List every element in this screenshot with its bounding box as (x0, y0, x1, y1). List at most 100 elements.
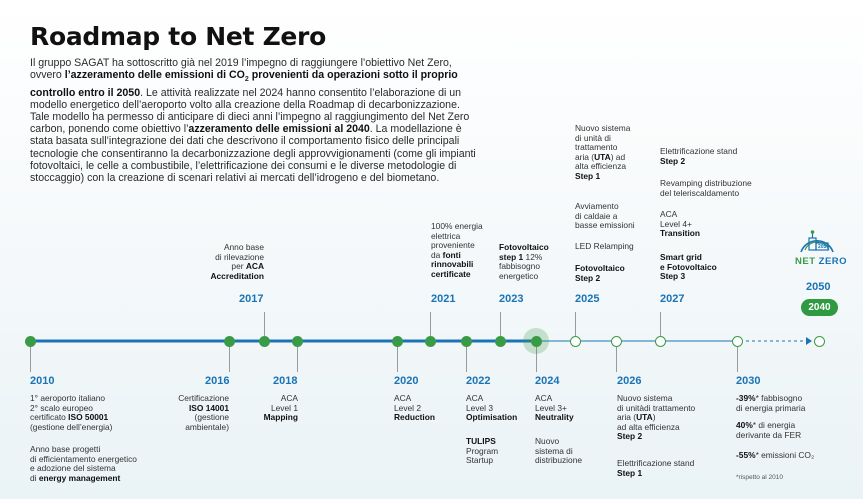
year-2030: 2030 (736, 375, 761, 387)
net-zero-icon-year: 2050 (818, 244, 830, 250)
dot-2027 (654, 335, 666, 347)
intro-line: controllo entro il 2050. Le attività rea… (30, 86, 462, 99)
intro-line: Il gruppo SAGAT ha sottoscritto già nel … (30, 57, 452, 69)
text-line: rinnovabili (431, 259, 474, 270)
tick-2025 (575, 312, 576, 336)
text-line: ambientale) (185, 421, 229, 432)
tick-2030 (737, 346, 738, 372)
text-line: di efficientamento energetico (30, 453, 137, 464)
text-line: LED Relamping (575, 241, 634, 251)
text-line: Step 2 (617, 431, 643, 442)
tick-2023 (500, 312, 501, 336)
intro-line: fotovoltaici, le celle a combustibile, l… (30, 159, 457, 172)
dot-2022 (460, 335, 472, 347)
tick-2010 (30, 346, 31, 372)
text-line: aria (UTA) (617, 412, 656, 423)
text-line: Revamping distribuzione (660, 178, 752, 188)
text-line: step 1 12% (499, 251, 543, 262)
text-line: ACA (394, 393, 412, 403)
text-line: per ACA (231, 261, 264, 272)
year-2050: 2050 (806, 281, 831, 293)
tick-2022 (466, 346, 467, 372)
text-line: 40%* di energia (736, 420, 796, 430)
year-2024: 2024 (535, 375, 560, 387)
intro-line: Tale modello ha permesso di anticipare d… (30, 110, 470, 123)
text-line: (gestione dell’energia) (30, 421, 113, 432)
tick-2021 (430, 312, 431, 336)
text-line: ACA (466, 393, 484, 403)
year-2018: 2018 (273, 375, 298, 387)
dot-2018 (291, 335, 303, 347)
text-line: di energia primaria (736, 402, 806, 413)
text-line: basse emissioni (575, 220, 635, 231)
text-line: di caldaie a (575, 210, 618, 221)
text-line: Nuovo sistema (617, 393, 673, 403)
dot-2021 (424, 335, 436, 347)
text-line: Startup (466, 455, 494, 466)
text-line: del teleriscaldamento (660, 187, 740, 198)
text-line: Elettrificazione stand (660, 146, 738, 156)
text-line: Step 2 (660, 155, 686, 166)
net-zero-building-icon (800, 230, 834, 253)
dot-2050 (813, 335, 825, 347)
footnote: *rispetto al 2010 (736, 474, 783, 481)
text-line: certificate (431, 268, 471, 279)
text-line: Nuovo (535, 436, 560, 446)
year-2027: 2027 (660, 293, 685, 305)
year-2016: 2016 (205, 375, 230, 387)
intro-line: carbon, ponendo come obiettivo l’azzeram… (30, 123, 462, 136)
text-line: Step 1 (575, 170, 601, 181)
year-2010: 2010 (30, 375, 55, 387)
text-line: distribuzione (535, 455, 583, 466)
text-line: Smart grid (660, 252, 702, 262)
text-line: derivante da FER (736, 429, 802, 440)
dot-2023 (494, 335, 506, 347)
text-line: Step 1 (617, 467, 643, 478)
text-line: di energy management (30, 472, 121, 483)
text-line: certificato ISO 50001 (30, 412, 109, 423)
dot-2030 (731, 335, 743, 347)
text-line: ad alta efficienza (617, 421, 680, 432)
target-year-badge: 2040 (801, 299, 838, 316)
tick-2027 (660, 312, 661, 336)
text-line: TULIPS (466, 436, 496, 446)
text-line: Step 3 (660, 271, 686, 282)
text-line: Level 3 (466, 402, 494, 413)
text-line: Certificazione (178, 393, 229, 403)
text-line: Anno base progetti (30, 444, 101, 454)
text-line: di rilevazione (215, 251, 264, 262)
text-line: Fotovoltaico (499, 242, 549, 252)
year-2022: 2022 (466, 375, 491, 387)
text-line: Accreditation (210, 270, 264, 281)
timeline-arrow-icon (806, 337, 812, 345)
text-line: (gestione (194, 412, 229, 423)
text-line: -39%* fabbisogno (736, 393, 803, 403)
text-line: Level 2 (394, 402, 422, 413)
text-line: fabbisogno (499, 261, 540, 272)
dot-2024 (530, 335, 542, 347)
year-2020: 2020 (394, 375, 419, 387)
net-zero-label: NET ZERO (795, 256, 848, 267)
dot-2026 (610, 335, 622, 347)
dot-2017 (258, 335, 270, 347)
year-2017: 2017 (239, 293, 264, 305)
intro-paragraph: Il gruppo SAGAT ha sottoscritto già nel … (30, 57, 528, 184)
text-line: Neutrality (535, 412, 574, 423)
